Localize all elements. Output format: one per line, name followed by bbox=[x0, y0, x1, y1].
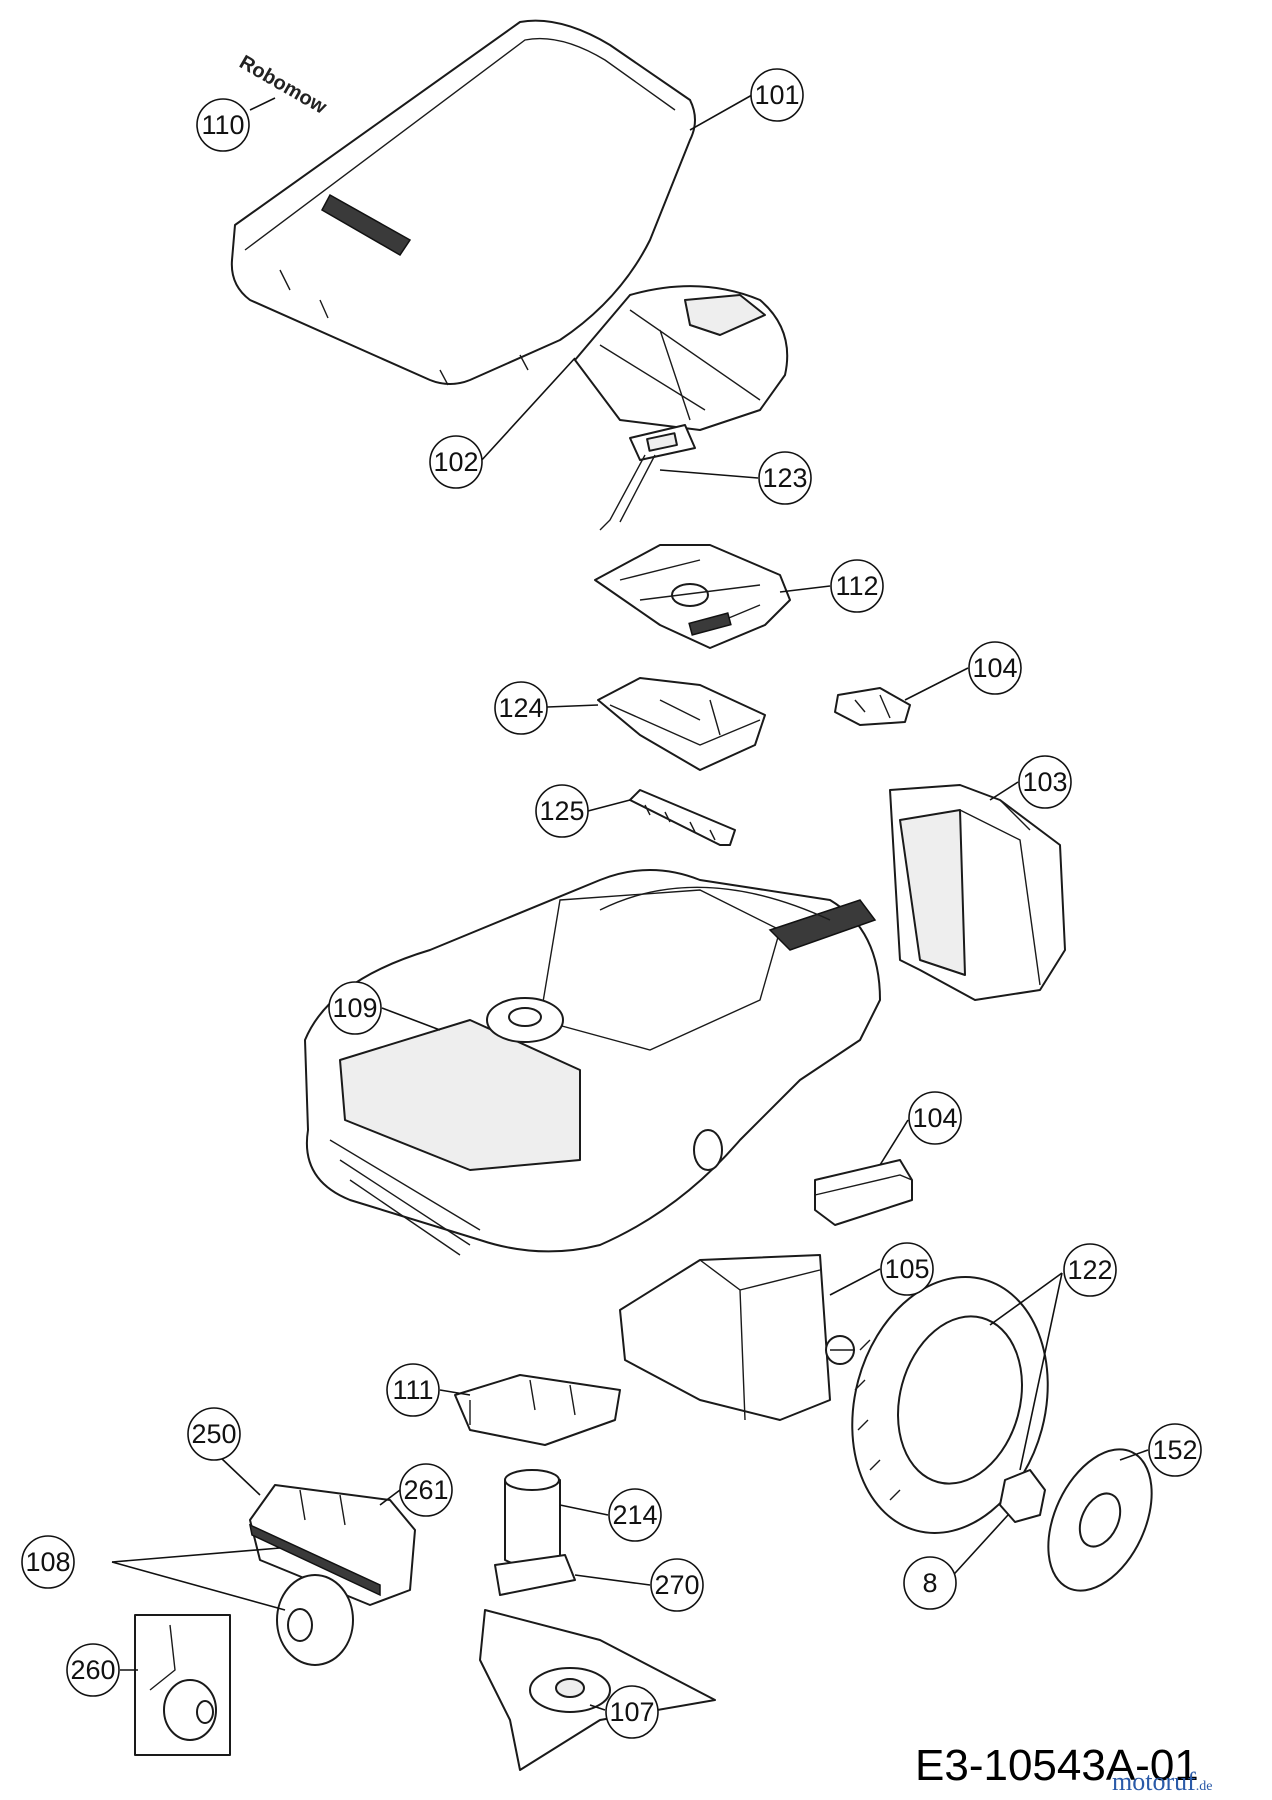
wheel-part bbox=[851, 1276, 1049, 1534]
svg-text:103: 103 bbox=[1022, 767, 1067, 797]
bracket-strip-part bbox=[629, 789, 736, 846]
svg-text:107: 107 bbox=[609, 1697, 654, 1727]
svg-text:8: 8 bbox=[922, 1568, 937, 1598]
blade-motor-part bbox=[494, 1469, 576, 1596]
callout-124: 124 bbox=[494, 681, 548, 735]
circuit-board-part bbox=[594, 544, 791, 649]
callout-112: 112 bbox=[830, 559, 884, 613]
svg-text:123: 123 bbox=[762, 463, 807, 493]
front-wheel-part bbox=[276, 1574, 354, 1666]
svg-text:122: 122 bbox=[1067, 1255, 1112, 1285]
chassis-part bbox=[304, 869, 881, 1256]
drive-motor-part bbox=[619, 1254, 855, 1421]
hub-adaptor-part bbox=[999, 1469, 1046, 1523]
callout-103: 103 bbox=[1018, 755, 1072, 809]
svg-text:250: 250 bbox=[191, 1419, 236, 1449]
callout-102: 102 bbox=[429, 435, 483, 489]
callout-107: 107 bbox=[605, 1685, 659, 1739]
callout-101: 101 bbox=[750, 68, 804, 122]
board-tray-part bbox=[597, 677, 766, 771]
callout-250: 250 bbox=[187, 1407, 241, 1461]
drawing-reference-number: E3-10543A-01 bbox=[915, 1741, 1199, 1790]
hub-cap-part bbox=[1047, 1448, 1153, 1592]
callout-261: 261 bbox=[399, 1463, 453, 1517]
control-panel-housing-part bbox=[574, 285, 789, 431]
cover-logo-lettering: Robomow bbox=[236, 51, 331, 119]
svg-text:152: 152 bbox=[1152, 1435, 1197, 1465]
callout-260: 260 bbox=[66, 1643, 120, 1697]
svg-text:125: 125 bbox=[539, 796, 584, 826]
svg-text:104: 104 bbox=[912, 1103, 957, 1133]
svg-text:102: 102 bbox=[433, 447, 478, 477]
svg-text:108: 108 bbox=[25, 1547, 70, 1577]
front-bumper-assembly-part bbox=[248, 1484, 416, 1606]
svg-text:110: 110 bbox=[201, 110, 244, 140]
svg-text:260: 260 bbox=[70, 1655, 115, 1685]
callout-152: 152 bbox=[1148, 1423, 1202, 1477]
cutting-blade-part bbox=[479, 1609, 716, 1771]
connector-part-lower bbox=[814, 1159, 913, 1226]
battery-box-part bbox=[889, 784, 1066, 1001]
caster-wheel-part bbox=[134, 1614, 231, 1756]
callout-125: 125 bbox=[535, 784, 589, 838]
callout-214: 214 bbox=[608, 1488, 662, 1542]
callout-270: 270 bbox=[650, 1558, 704, 1612]
svg-text:261: 261 bbox=[403, 1475, 448, 1505]
callout-104-upper: 104 bbox=[968, 641, 1022, 695]
svg-text:270: 270 bbox=[654, 1570, 699, 1600]
callout-108: 108 bbox=[21, 1535, 75, 1589]
svg-text:104: 104 bbox=[972, 653, 1017, 683]
svg-text:105: 105 bbox=[884, 1254, 929, 1284]
ribbon-cable-part bbox=[599, 424, 696, 531]
svg-text:124: 124 bbox=[498, 693, 543, 723]
svg-text:109: 109 bbox=[332, 993, 377, 1023]
callout-122: 122 bbox=[1063, 1243, 1117, 1297]
svg-text:111: 111 bbox=[392, 1375, 433, 1405]
connector-part-upper bbox=[834, 687, 911, 726]
callout-104-lower: 104 bbox=[908, 1091, 962, 1145]
svg-text:214: 214 bbox=[612, 1500, 657, 1530]
callout-111: 111 bbox=[386, 1363, 440, 1417]
watermark-text: motoruf.de bbox=[1112, 1767, 1212, 1796]
callout-110: 110 bbox=[196, 98, 250, 152]
callout-8: 8 bbox=[903, 1556, 957, 1610]
callout-105: 105 bbox=[880, 1242, 934, 1296]
leader-lines bbox=[111, 94, 1149, 1711]
callout-109: 109 bbox=[328, 981, 382, 1035]
callout-123: 123 bbox=[758, 451, 812, 505]
mount-bracket-part bbox=[454, 1374, 621, 1446]
svg-text:112: 112 bbox=[835, 571, 878, 601]
svg-text:101: 101 bbox=[754, 80, 799, 110]
